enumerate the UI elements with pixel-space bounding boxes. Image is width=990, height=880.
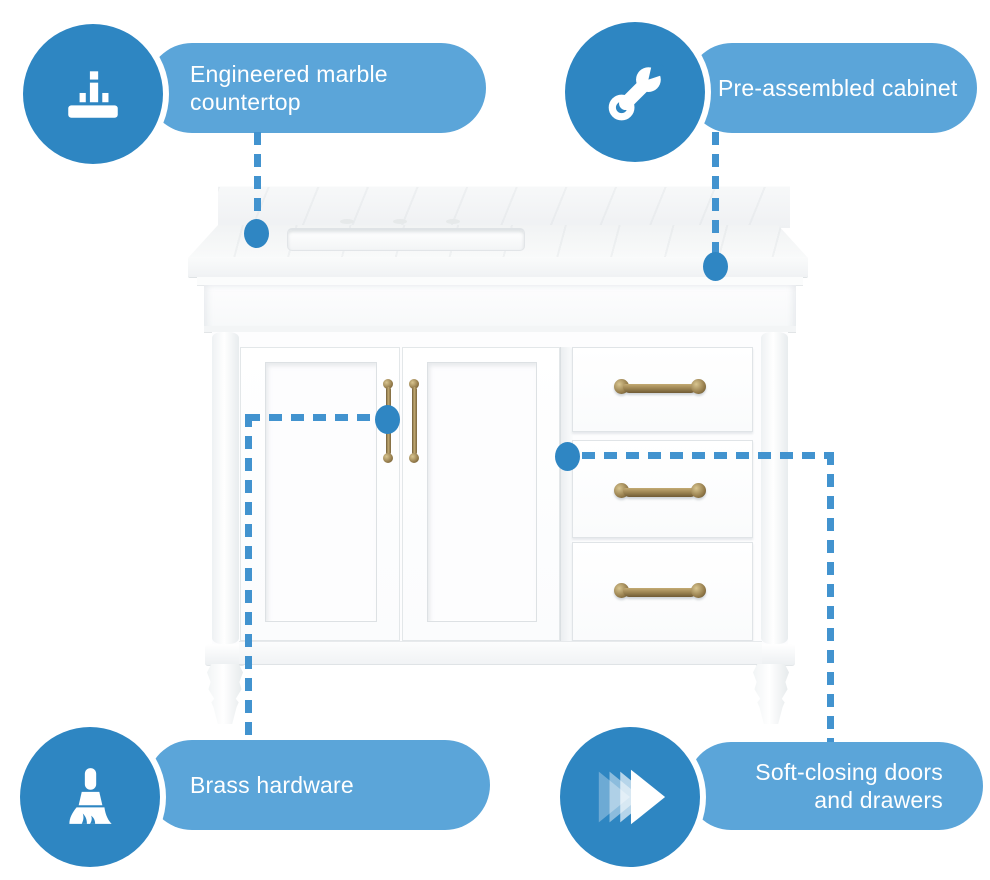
callout-label: Soft-closing doors (755, 759, 943, 785)
wrench-icon (608, 59, 668, 121)
connector-dot-cabinet (703, 252, 728, 281)
soft-close-arrows-icon (598, 769, 666, 825)
countertop-icon (68, 71, 118, 118)
left-door-panel (265, 362, 377, 622)
callout-badge-hardware (20, 727, 160, 867)
drawer-pull-top (614, 377, 706, 399)
callout-label: countertop (190, 89, 301, 115)
left-foot (207, 664, 243, 724)
connector-hardware-vertical (245, 414, 252, 740)
callout-pill-softclose: Soft-closing doors and drawers (687, 742, 983, 830)
connector-dot-softclose (555, 442, 580, 471)
faucet-hole (393, 219, 407, 224)
left-column (212, 332, 239, 644)
right-door-panel (427, 362, 537, 622)
callout-label: Pre-assembled cabinet (718, 75, 958, 101)
drawer-pull-bottom (614, 581, 706, 603)
drawer-pull-middle (614, 481, 706, 503)
faucet-hole (340, 219, 354, 224)
paint-brush-icon (69, 768, 112, 824)
callout-pill-countertop: Engineered marble countertop (147, 43, 486, 133)
right-door-brass-handle (407, 379, 421, 463)
cabinet-top-rail (204, 285, 796, 333)
connector-softclose-vertical (827, 452, 834, 742)
callout-badge-softclose (560, 727, 700, 867)
connector-countertop (254, 132, 261, 228)
callout-badge-cabinet (565, 22, 705, 162)
connector-dot-hardware (375, 405, 400, 434)
callout-label: Engineered marble (190, 61, 388, 87)
sink-cutout (287, 228, 525, 251)
faucet-hole (446, 219, 460, 224)
cabinet-divider-stile (560, 347, 573, 641)
right-foot (753, 664, 789, 724)
connector-cabinet (712, 132, 719, 254)
connector-hardware-horizontal (247, 414, 373, 421)
callout-pill-cabinet: Pre-assembled cabinet (687, 43, 977, 133)
cabinet-bottom-rail (239, 641, 762, 665)
countertop-backsplash (218, 186, 790, 228)
callout-label: and drawers (814, 787, 943, 813)
callout-pill-hardware: Brass hardware (147, 740, 490, 830)
callout-badge-countertop (23, 24, 163, 164)
connector-dot-countertop (244, 219, 269, 248)
right-column (761, 332, 788, 644)
callout-label: Brass hardware (190, 772, 354, 798)
connector-softclose-horizontal (582, 452, 832, 459)
